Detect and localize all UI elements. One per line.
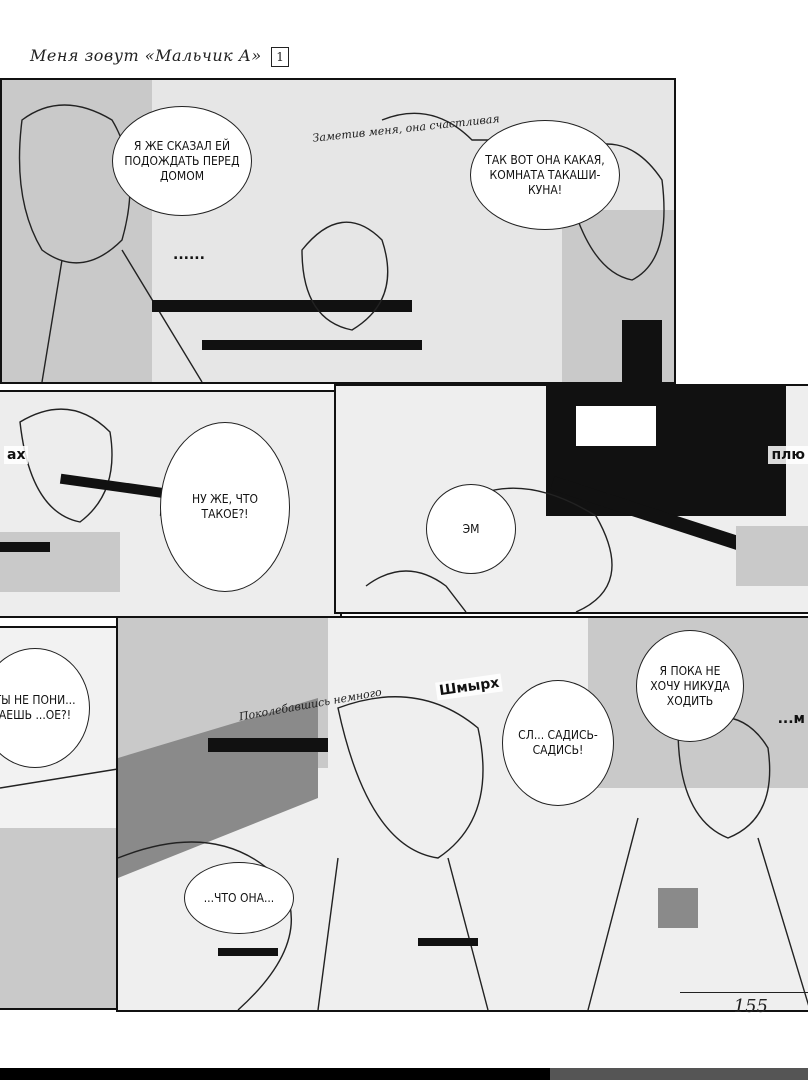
panel-top: Я же сказал ей подождать перед домом Зам…: [0, 78, 676, 384]
bottom-bar-highlight: [550, 1068, 808, 1080]
sfx-mm: ...м: [777, 711, 805, 727]
speech-bubble-what: Ну же, что такое?!: [160, 422, 290, 592]
speech-bubble-dont-understand: Ты не пони... аешь ...ое?!: [0, 648, 90, 768]
page-number-rule: [680, 992, 808, 993]
panel-mid-right: плю Эм: [334, 384, 808, 614]
panel-mid-left: ах Ну же, что такое?!: [0, 390, 342, 618]
speech-bubble-left: Я же сказал ей подождать перед домом: [112, 106, 252, 216]
bottom-bar: [0, 1068, 808, 1080]
panel-mid-right-art: [336, 386, 808, 612]
panel-bottom-left: Ты не пони... аешь ...ое?!: [0, 626, 126, 1010]
header-title: Меня зовут «Мальчик А»: [30, 46, 262, 65]
sfx-plyu: плю: [768, 446, 808, 464]
speech-bubble-dont-want: Я пока не хочу никуда ходить: [636, 630, 744, 742]
speech-bubble-what-she: ...Что она...: [184, 862, 294, 934]
sfx-ah: ах: [4, 446, 29, 464]
speech-bubble-sit: Сл... Садись-садись!: [502, 680, 614, 806]
speech-bubble-em: Эм: [426, 484, 516, 574]
chapter-header: Меня зовут «Мальчик А» 1: [30, 46, 290, 76]
panel-bottom-main: Поколебавшись немного Шмырх Сл... Садись…: [116, 616, 808, 1012]
speech-bubble-right: Так вот она какая, комната Такаши-куна!: [470, 120, 620, 230]
chapter-box: 1: [271, 47, 290, 67]
page-number: 155: [733, 996, 768, 1017]
sfx-ellipsis: ......: [173, 247, 205, 263]
